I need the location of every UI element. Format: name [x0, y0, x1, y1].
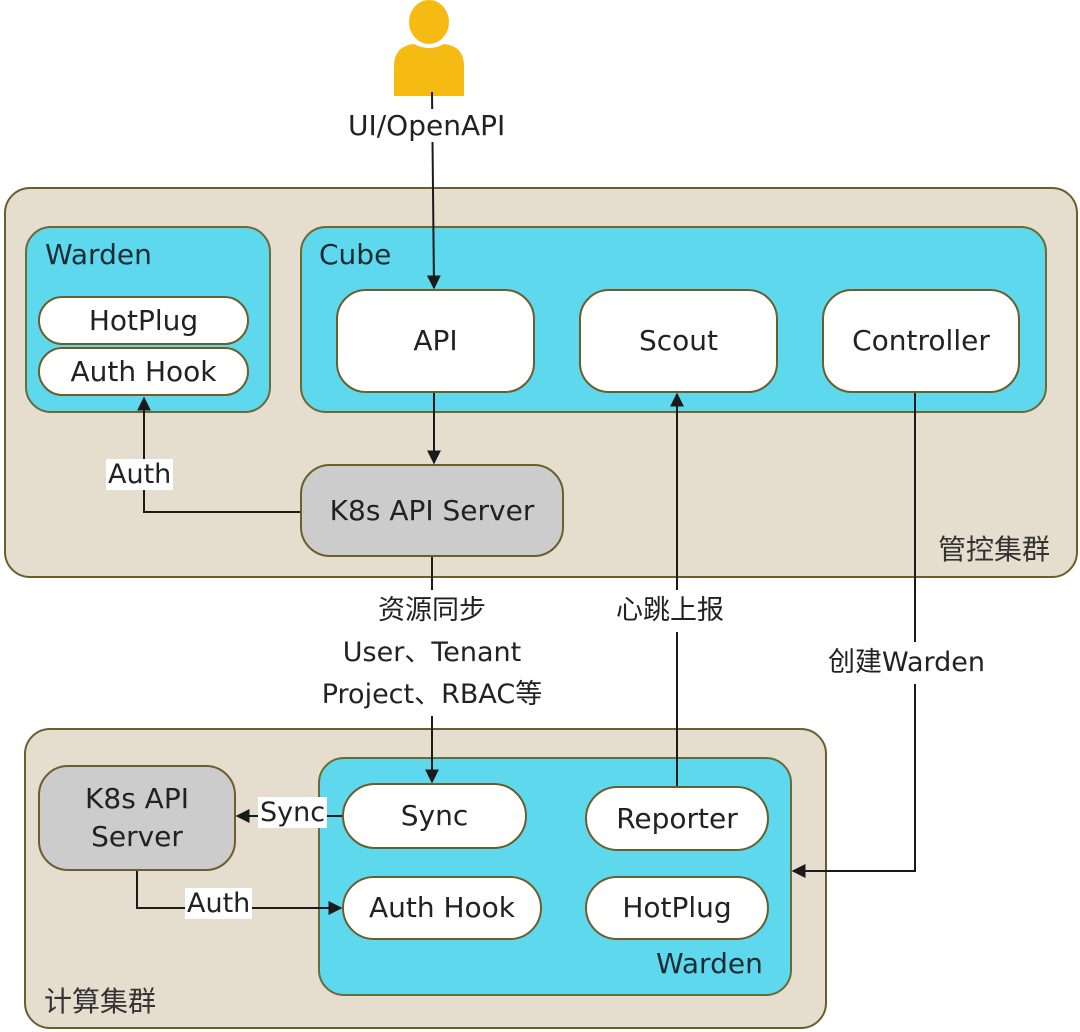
- cube-scout-node[interactable]: Scout: [579, 289, 778, 393]
- resource-sync-label: 资源同步 User、Tenant Project、RBAC等: [300, 590, 564, 716]
- compute-warden-sync[interactable]: Sync: [342, 783, 527, 849]
- resource-sync-line2: User、Tenant: [327, 632, 537, 674]
- compute-cluster-label: 计算集群: [44, 985, 157, 1018]
- management-cluster-label: 管控集群: [938, 533, 1051, 566]
- compute-warden-title: Warden: [656, 947, 763, 980]
- edge-create-warden: [791, 393, 916, 878]
- compute-k8s-api-server-line1: K8s API: [85, 782, 189, 816]
- compute-auth-label: Auth: [185, 888, 253, 919]
- compute-warden-auth-hook[interactable]: Auth Hook: [342, 876, 542, 940]
- mgmt-warden-auth-hook[interactable]: Auth Hook: [38, 347, 249, 396]
- compute-warden-reporter[interactable]: Reporter: [585, 786, 769, 851]
- edge-k8s-to-mgmt-auth: [137, 396, 300, 513]
- compute-k8s-api-server[interactable]: K8s API Server: [38, 765, 236, 871]
- cube-api-node[interactable]: API: [336, 289, 535, 393]
- compute-sync-label: Sync: [258, 797, 328, 828]
- mgmt-auth-label: Auth: [106, 459, 174, 490]
- create-warden-label: 创建Warden: [826, 642, 988, 684]
- heartbeat-label: 心跳上报: [614, 590, 726, 632]
- edge-k8s-to-auth-hook: [136, 871, 343, 915]
- compute-k8s-api-server-line2: Server: [91, 820, 183, 853]
- mgmt-k8s-api-server[interactable]: K8s API Server: [300, 464, 564, 557]
- compute-warden-hotplug[interactable]: HotPlug: [585, 876, 769, 940]
- resource-sync-line1: 资源同步: [367, 590, 497, 632]
- cube-title: Cube: [319, 238, 392, 271]
- user-icon: [388, 0, 470, 96]
- cube-controller-node[interactable]: Controller: [822, 289, 1020, 393]
- ui-openapi-label: UI/OpenAPI: [346, 109, 508, 142]
- resource-sync-line3: Project、RBAC等: [307, 674, 557, 716]
- mgmt-warden-hotplug[interactable]: HotPlug: [38, 296, 249, 345]
- mgmt-warden-title: Warden: [45, 238, 152, 271]
